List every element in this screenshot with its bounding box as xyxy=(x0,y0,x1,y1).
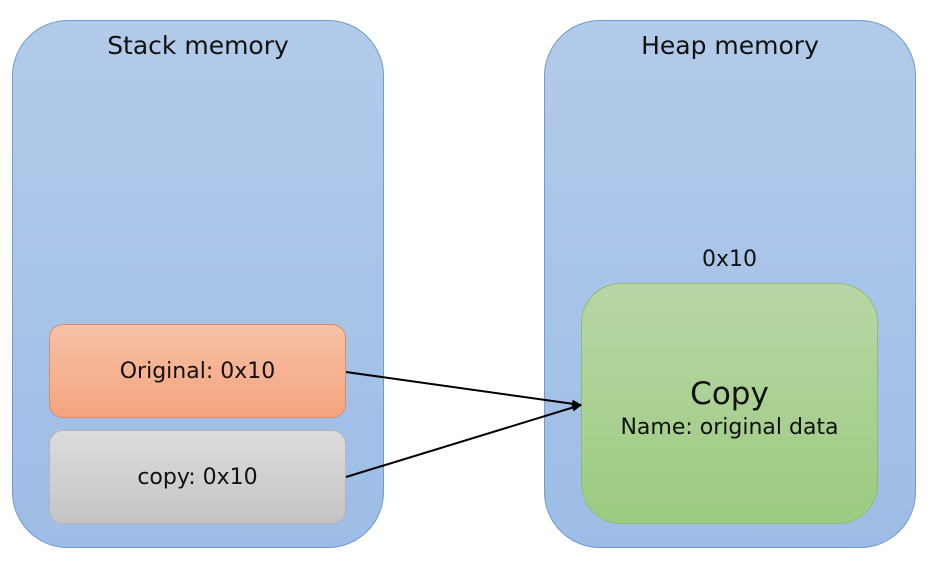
heap-object-field: Name: original data xyxy=(620,414,839,440)
heap-object-title: Copy xyxy=(690,375,769,412)
stack-memory-title: Stack memory xyxy=(107,31,289,60)
original-reference-label: Original: 0x10 xyxy=(119,358,276,384)
heap-address-label: 0x10 xyxy=(701,247,757,272)
copy-arrow xyxy=(345,403,582,478)
heap-memory-title: Heap memory xyxy=(641,31,819,60)
original-reference-box: Original: 0x10 xyxy=(49,324,346,418)
copy-reference-label: copy: 0x10 xyxy=(137,464,258,490)
original-arrow xyxy=(345,371,582,408)
heap-object-box: Copy Name: original data xyxy=(581,283,878,524)
copy-reference-box: copy: 0x10 xyxy=(49,430,346,524)
